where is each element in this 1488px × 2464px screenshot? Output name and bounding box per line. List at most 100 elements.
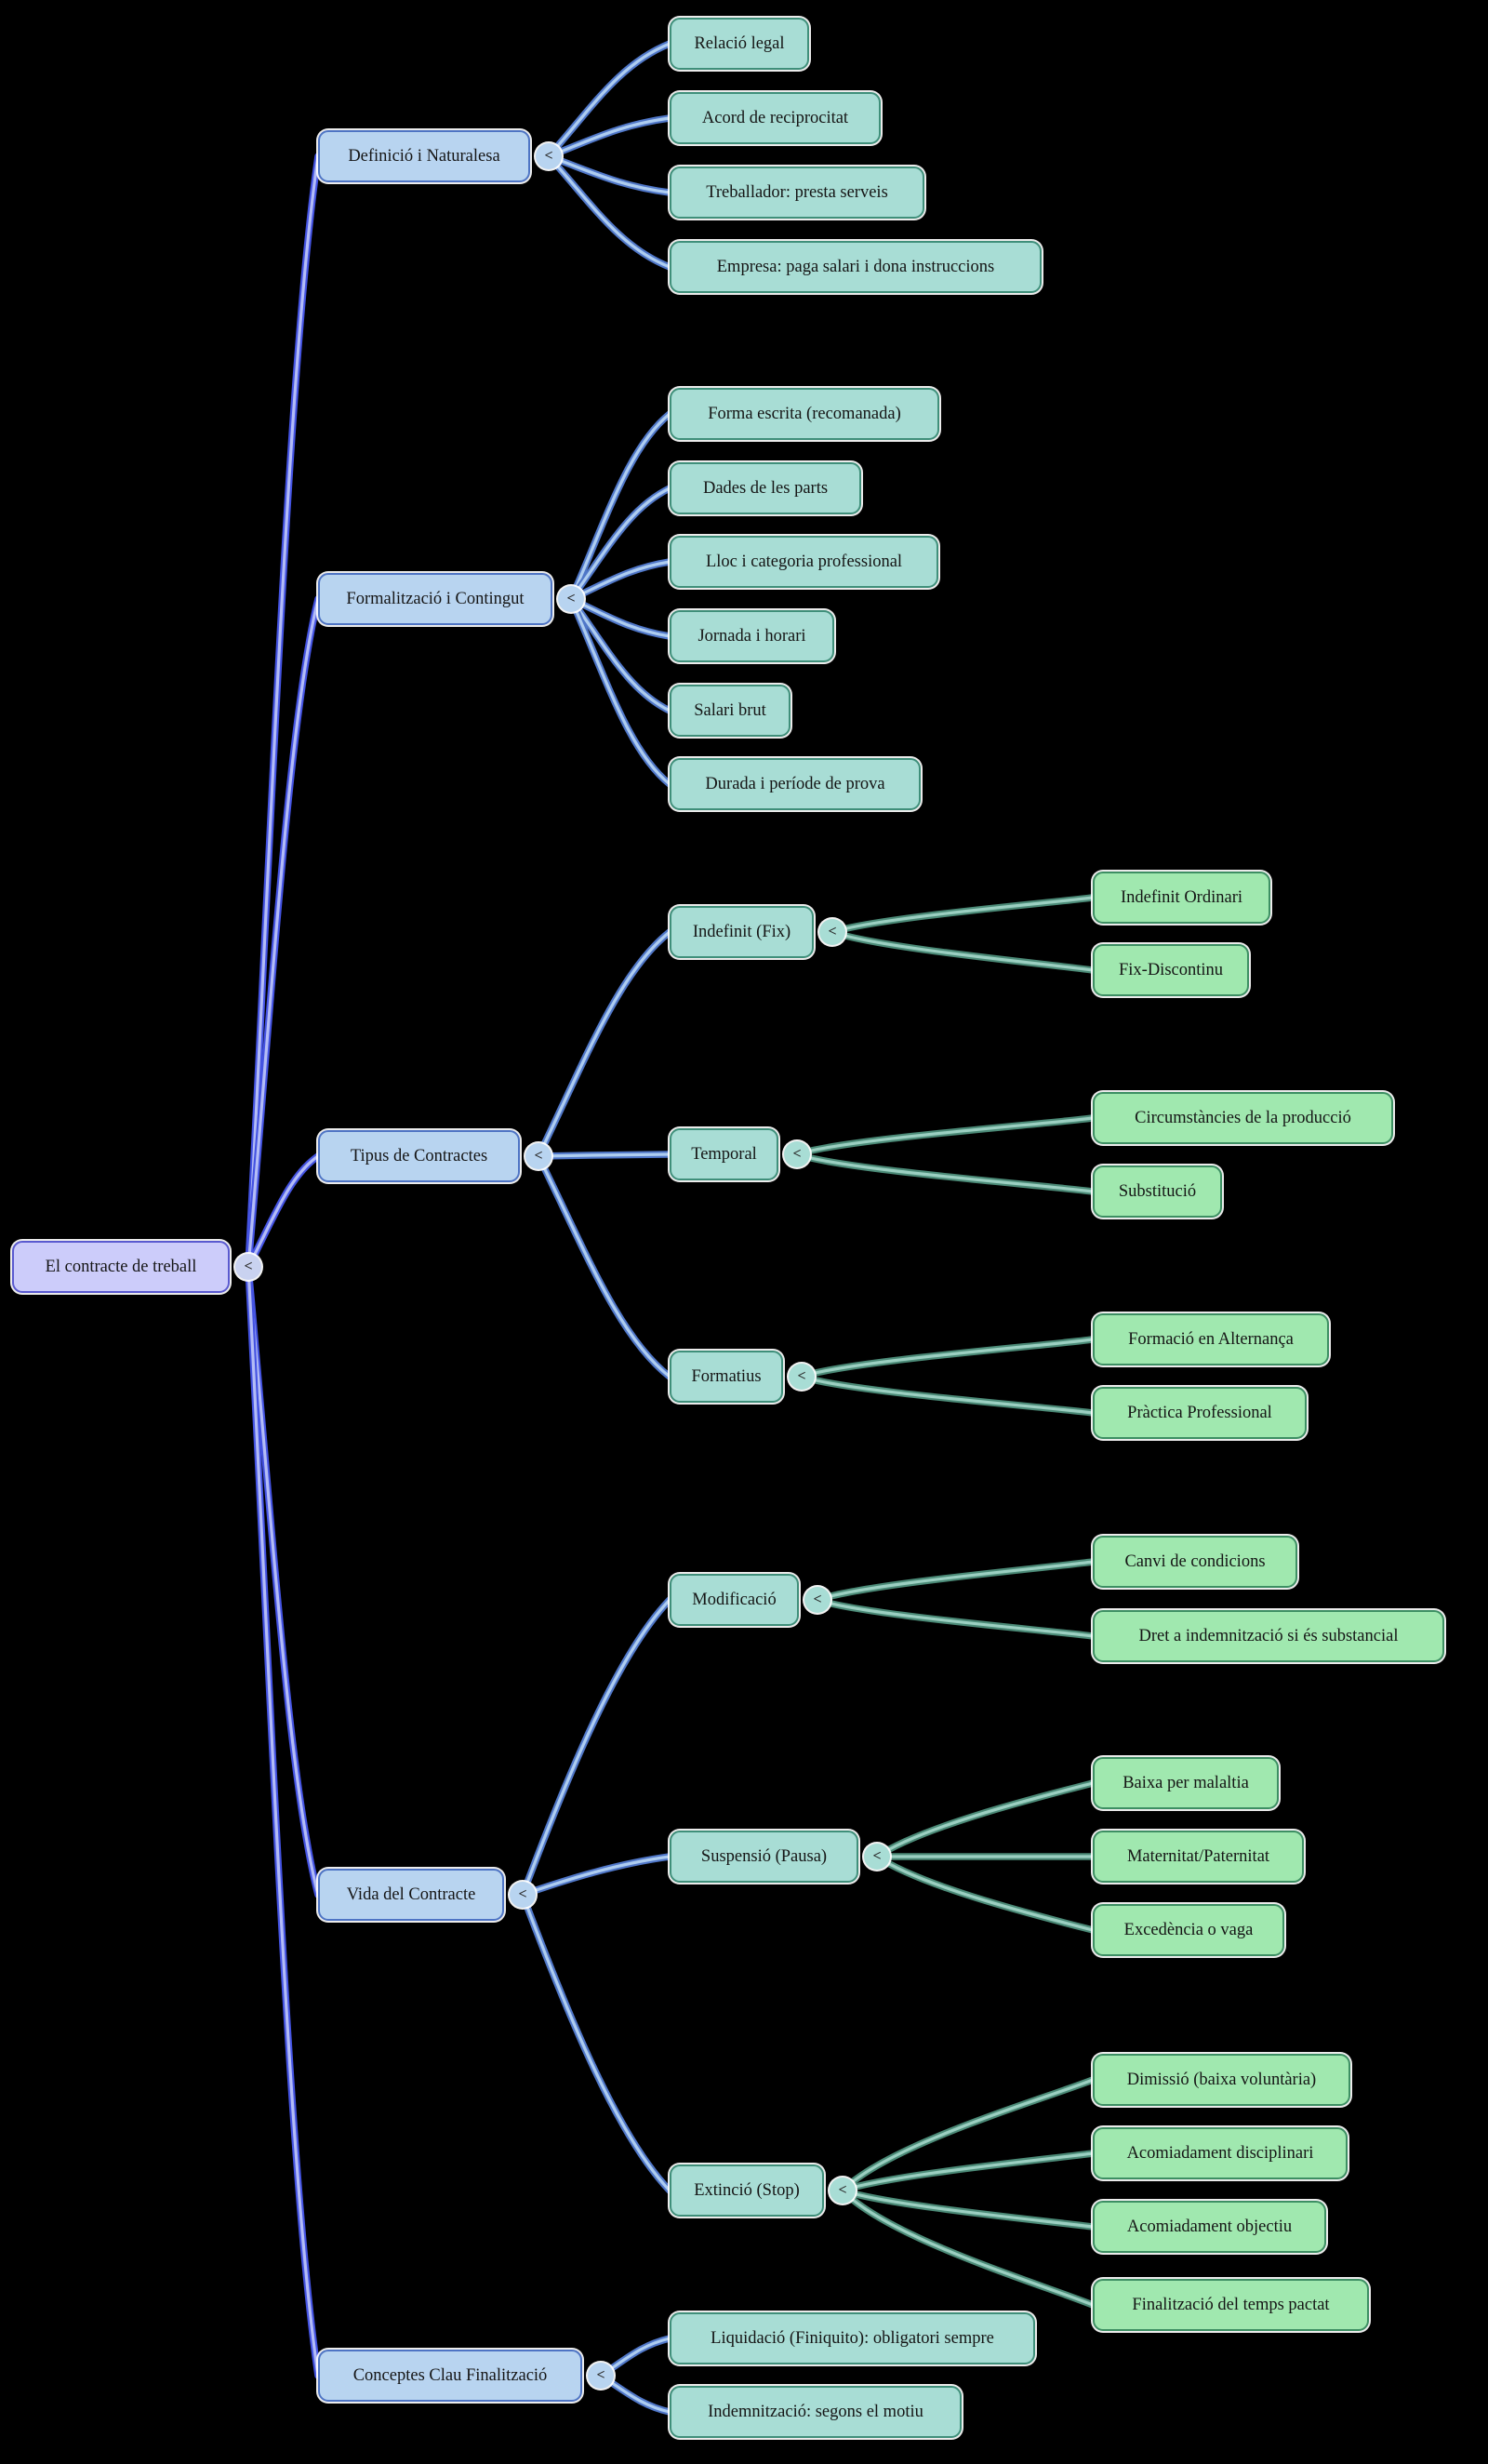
collapse-button-definicio[interactable]: <: [536, 143, 562, 169]
node-circumstancies-de-la-produccio: Circumstàncies de la producció: [1093, 1092, 1393, 1144]
edge-connector: [800, 1338, 1095, 1379]
node-formalitzacio-i-contingut: Formalització i Contingut: [318, 573, 552, 625]
node-dimissio-baixa-voluntaria: Dimissió (baixa voluntària): [1093, 2054, 1350, 2106]
edge-connector: [875, 1781, 1095, 1858]
edge-connector: [547, 116, 671, 158]
node-label: Baixa per malaltia: [1123, 1773, 1249, 1792]
node-acomiadament-objectiu: Acomiadament objectiu: [1093, 2201, 1326, 2253]
node-label: Substitució: [1118, 1181, 1197, 1201]
node-label: Vida del Contracte: [346, 1885, 476, 1904]
node-indefinit-ordinari: Indefinit Ordinari: [1093, 872, 1270, 924]
node-label: Indemnització: segons el motiu: [708, 2402, 923, 2421]
edge-connector: [245, 1263, 322, 2379]
node-label: Extinció (Stop): [694, 2180, 800, 2200]
node-empresa-paga-salari: Empresa: paga salari i dona instruccions: [670, 241, 1042, 293]
edge-connector: [567, 595, 673, 788]
collapse-button-tipus[interactable]: <: [525, 1143, 551, 1169]
edge-connector: [567, 485, 673, 603]
node-canvi-de-condicions: Canvi de condicions: [1093, 1536, 1297, 1588]
node-label: Suspensió (Pausa): [700, 1846, 828, 1866]
node-definicio-i-naturalesa: Definició i Naturalesa: [318, 130, 530, 182]
node-lloc-i-categoria-professional: Lloc i categoria professional: [670, 536, 938, 588]
collapse-button-suspensio[interactable]: <: [864, 1844, 890, 1870]
node-durada-i-periode-de-prova: Durada i període de prova: [670, 758, 921, 810]
node-label: Dimissió (baixa voluntària): [1126, 2070, 1317, 2089]
node-salari-brut: Salari brut: [670, 685, 790, 737]
edge-connector: [547, 154, 671, 194]
node-label: Forma escrita (recomanada): [708, 404, 901, 423]
node-extincio-stop: Extinció (Stop): [670, 2164, 824, 2217]
node-el-contracte-de-treball: El contracte de treball: [12, 1241, 230, 1293]
node-acomiadament-disciplinari: Acomiadament disciplinari: [1093, 2127, 1348, 2179]
node-label: Definició i Naturalesa: [348, 146, 500, 166]
edge-connector: [519, 1853, 673, 1898]
node-finalitzacio-del-temps-pactat: Finalització del temps pactat: [1093, 2279, 1369, 2331]
edge-connector: [839, 2076, 1096, 2194]
node-label: Formalització i Contingut: [346, 589, 525, 608]
node-practica-professional: Pràctica Professional: [1093, 1387, 1307, 1439]
node-indefinit-fix: Indefinit (Fix): [670, 906, 814, 958]
edge-connector: [521, 1855, 671, 1897]
edge-connector: [545, 40, 673, 160]
edge-connector: [569, 597, 671, 713]
edge-connector: [839, 2187, 1096, 2309]
edge-connector: [245, 1263, 322, 1898]
edge-connector: [816, 1598, 1095, 1638]
node-label: Dret a indemnització si és substancial: [1138, 1626, 1399, 1645]
node-temporal: Temporal: [670, 1128, 778, 1180]
node-label: Indefinit (Fix): [692, 922, 791, 941]
collapse-button-formalitzacio[interactable]: <: [558, 586, 584, 612]
edge-connector: [519, 1596, 673, 1898]
collapse-button-temporal[interactable]: <: [784, 1141, 810, 1167]
node-baixa-per-malaltia: Baixa per malaltia: [1093, 1757, 1279, 1809]
edge-connector: [246, 1265, 320, 2377]
node-label: Treballador: presta serveis: [706, 182, 888, 202]
edge-connector: [535, 928, 673, 1160]
edge-connector: [569, 412, 671, 601]
collapse-button-indefinit[interactable]: <: [819, 919, 845, 945]
node-acord-de-reciprocitat: Acord de reciprocitat: [670, 92, 881, 144]
edge-connector: [537, 930, 671, 1158]
collapse-button-root[interactable]: <: [235, 1254, 261, 1280]
collapse-button-formatius[interactable]: <: [789, 1364, 815, 1390]
collapse-button-vida[interactable]: <: [510, 1882, 536, 1908]
edge-connector: [873, 1853, 1096, 1934]
node-suspensio-pausa: Suspensió (Pausa): [670, 1831, 858, 1883]
collapse-button-extincio[interactable]: <: [830, 2178, 856, 2204]
node-dret-a-indemnitzacio: Dret a indemnització si és substancial: [1093, 1610, 1444, 1662]
node-label: Canvi de condicions: [1124, 1552, 1266, 1571]
node-formatius: Formatius: [670, 1351, 783, 1403]
edge-connector: [547, 154, 671, 269]
node-liquidacio-finiquito: Liquidació (Finiquito): obligatori sempr…: [670, 2312, 1035, 2364]
collapse-button-modificacio[interactable]: <: [804, 1587, 830, 1613]
edge-connector: [519, 1891, 673, 2194]
edge-connector: [246, 597, 320, 1269]
edge-connector: [800, 1375, 1095, 1415]
edge-connector: [246, 1154, 320, 1269]
edge-connector: [830, 930, 1095, 972]
node-label: Dades de les parts: [702, 478, 829, 498]
node-label: Circumstàncies de la producció: [1135, 1108, 1351, 1127]
edge-connector: [537, 1154, 671, 1379]
node-label: Empresa: paga salari i dona instruccions: [716, 257, 995, 276]
edge-connector: [521, 1598, 671, 1897]
edge-connector: [535, 1152, 673, 1380]
edge-connector: [795, 1152, 1095, 1193]
node-excedencia-o-vaga: Excedència o vaga: [1093, 1904, 1284, 1956]
edge-connector: [246, 154, 320, 1269]
edge-connector: [841, 2078, 1095, 2192]
node-label: Maternitat/Paternitat: [1126, 1846, 1270, 1866]
node-vida-del-contracte: Vida del Contracte: [318, 1869, 504, 1921]
edge-connector: [795, 1116, 1095, 1156]
node-label: Jornada i horari: [698, 626, 806, 646]
node-label: Acomiadament objectiu: [1126, 2217, 1293, 2236]
node-label: Acord de reciprocitat: [701, 108, 849, 127]
node-conceptes-clau-finalitzacio: Conceptes Clau Finalització: [318, 2350, 582, 2402]
node-label: Formació en Alternança: [1128, 1329, 1294, 1349]
node-label: Temporal: [691, 1144, 757, 1164]
collapse-button-conceptes[interactable]: <: [588, 2363, 614, 2389]
node-modificacio: Modificació: [670, 1574, 799, 1626]
node-relacio-legal: Relació legal: [670, 18, 809, 70]
edge-connector: [567, 595, 673, 714]
